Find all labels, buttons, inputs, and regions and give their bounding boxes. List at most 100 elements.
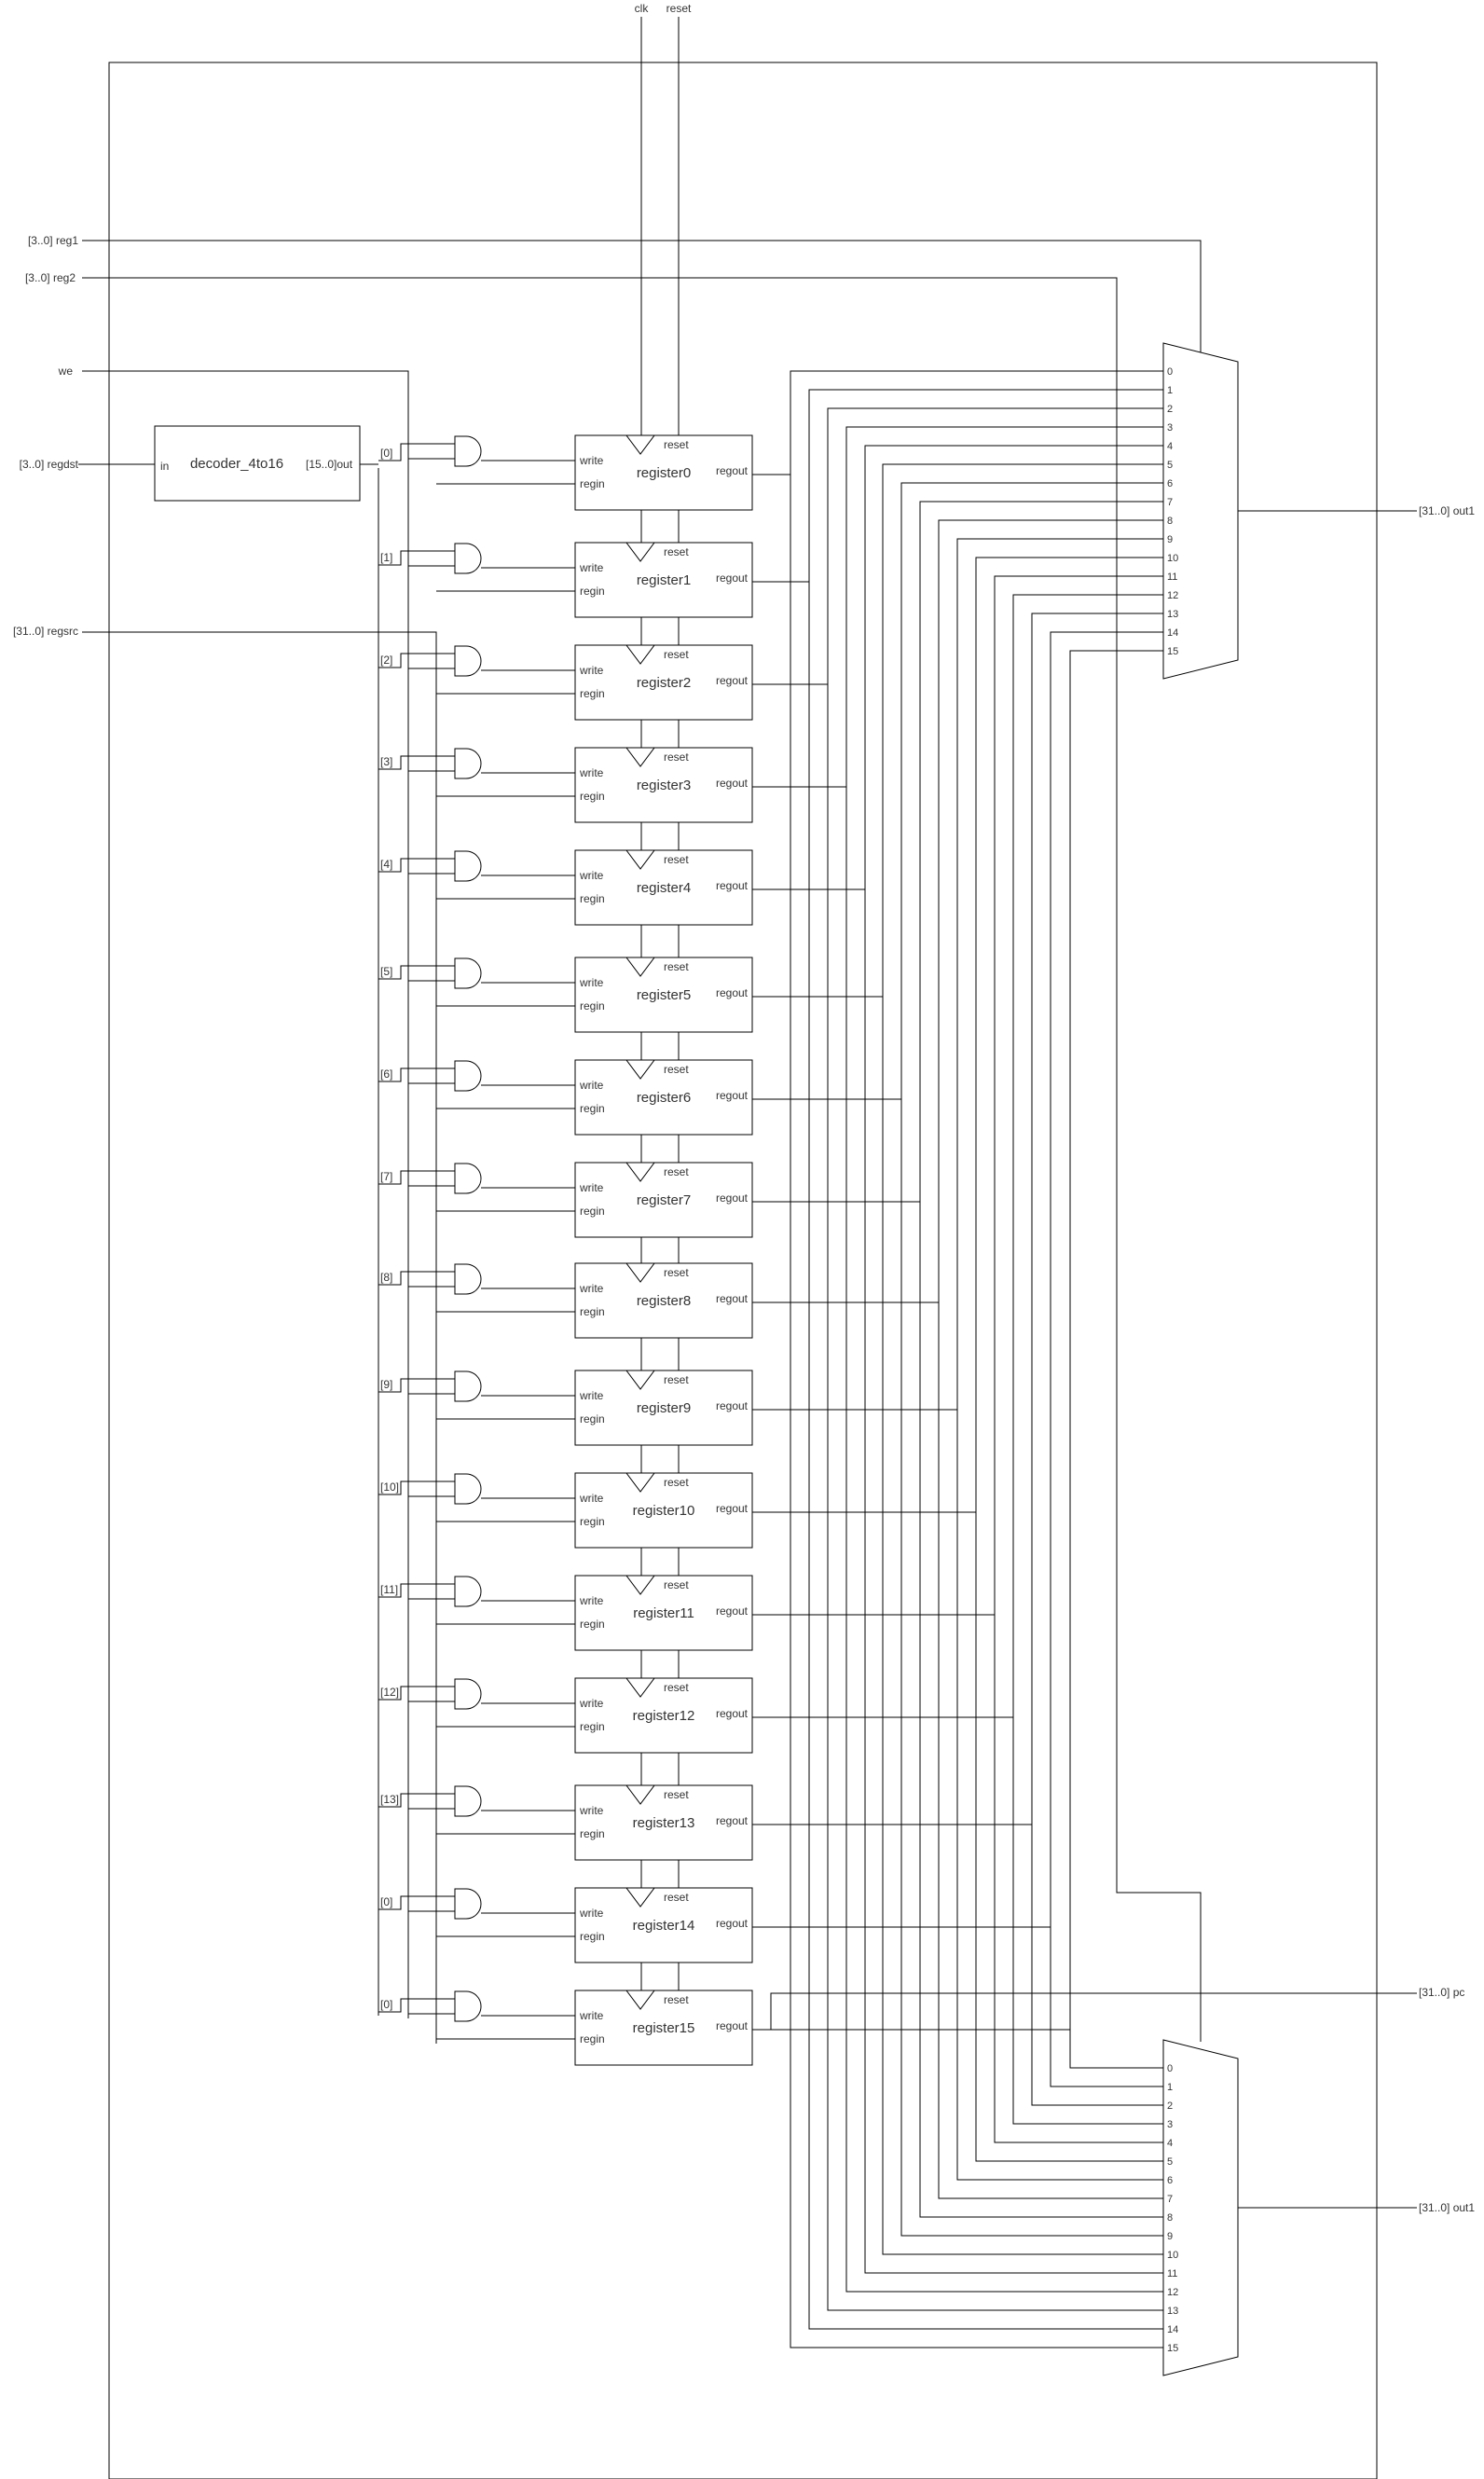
write-pin: write [579, 2009, 604, 2022]
register-block [574, 542, 753, 618]
decoder-tap-label: [3] [380, 755, 392, 768]
bus-wire [827, 407, 1163, 684]
register-block [574, 1575, 753, 1651]
regin-pin: regin [580, 585, 605, 598]
write-pin: write [579, 1389, 604, 1402]
decoder-block [154, 425, 361, 502]
mux-input-label: 5 [1167, 2156, 1173, 2168]
decoder-in-pin: in [160, 460, 169, 473]
regsrc-label: [31..0] regsrc [13, 625, 78, 638]
mux-input-label: 14 [1167, 627, 1178, 639]
reset-pin: reset [664, 1063, 689, 1076]
mux-input-label: 13 [1167, 2306, 1178, 2317]
regin-pin: regin [580, 999, 605, 1012]
mux-input-label: 2 [1167, 404, 1173, 415]
bus-wire [790, 475, 1163, 2348]
and-gate-icon [454, 1990, 482, 2022]
bus-wire [1069, 2030, 1163, 2069]
bus-wire [808, 389, 1163, 582]
register-name: register2 [637, 675, 691, 691]
regout-pin: regout [716, 674, 749, 687]
reset-pin: reset [664, 438, 689, 451]
reset-pin: reset [664, 1165, 689, 1178]
reset-pin: reset [664, 1993, 689, 2006]
decoder-tap-label: [0] [380, 447, 392, 460]
wires [78, 17, 1417, 2348]
clock-icon [625, 1262, 655, 1283]
decoder-tap-label: [0] [380, 1895, 392, 1908]
decoder-tap-label: [7] [380, 1170, 392, 1183]
out1-bottom-label: [31..0] out1 [1419, 2201, 1475, 2214]
bus-wire [790, 370, 1163, 475]
bus-wire [1012, 1717, 1163, 2125]
write-pin: write [579, 1697, 604, 1710]
clock-icon [625, 1990, 655, 2010]
decoder-tap-label: [13] [380, 1793, 399, 1806]
register-block [574, 1784, 753, 1861]
bus-wire [975, 557, 1163, 1512]
clock-icon [625, 434, 655, 455]
decoder-tap-label: [1] [380, 551, 392, 564]
regin-pin: regin [580, 1102, 605, 1115]
write-pin: write [579, 1594, 604, 1607]
and-gate-icon [454, 1473, 482, 1505]
and-gate-icon [454, 1576, 482, 1607]
regdst-label: [3..0] regdst [20, 458, 79, 471]
write-pin: write [579, 1282, 604, 1295]
register-name: register6 [637, 1090, 691, 1106]
decoder-tap-wire [378, 858, 455, 873]
write-pin: write [579, 1492, 604, 1505]
regin-pin: regin [580, 1205, 605, 1218]
register-block [574, 849, 753, 926]
labels: clk reset [3..0] reg1 [3..0] reg2 we [3.… [13, 2, 1475, 2354]
and-gate-icon [454, 1163, 482, 1194]
register-block [574, 957, 753, 1033]
bus-wire [1031, 1825, 1163, 2106]
clock-icon [625, 1887, 655, 1907]
register-block [574, 1262, 753, 1339]
reset-pin: reset [664, 1681, 689, 1694]
decoder-tap-wire [378, 653, 455, 668]
reset-pin: reset [664, 1266, 689, 1279]
regout-pin: regout [716, 986, 749, 999]
regout-pin: regout [716, 777, 749, 790]
decoder-tap-wire [378, 550, 455, 566]
regout-pin: regout [716, 1399, 749, 1412]
we-label: we [58, 365, 74, 378]
bus-wire [882, 463, 1163, 997]
clock-icon [625, 644, 655, 665]
regsrc-wire [82, 631, 437, 2044]
decoder-tap-wire [378, 1067, 455, 1082]
reset-pin: reset [664, 545, 689, 558]
mux-input-label: 1 [1167, 385, 1173, 396]
clk-label: clk [635, 2, 650, 15]
clock-icon [625, 542, 655, 562]
bus-wire [808, 582, 1163, 2330]
mux-input-label: 7 [1167, 497, 1173, 508]
write-pin: write [579, 869, 604, 882]
regin-pin: regin [580, 1305, 605, 1318]
mux-input-label: 1 [1167, 2082, 1173, 2093]
mux-input-label: 9 [1167, 2231, 1173, 2242]
bus-wire [938, 519, 1163, 1302]
mux-input-label: 8 [1167, 516, 1173, 527]
mux-input-label: 2 [1167, 2100, 1173, 2112]
mux-input-label: 3 [1167, 422, 1173, 434]
mux-input-label: 7 [1167, 2194, 1173, 2205]
and-gate-icon [454, 1060, 482, 1092]
we-wire [82, 370, 409, 2018]
bus-wire [938, 1302, 1163, 2199]
regin-pin: regin [580, 1720, 605, 1733]
write-pin: write [579, 766, 604, 779]
clock-icon [625, 1370, 655, 1390]
reg1-wire [82, 240, 1202, 352]
mux-input-label: 0 [1167, 2063, 1173, 2074]
and-gate-icon [454, 1263, 482, 1295]
decoder-tap-wire [378, 755, 455, 770]
reset-pin: reset [664, 853, 689, 866]
decoder-tap-label: [5] [380, 965, 392, 978]
decoder-tap-wire [378, 1170, 455, 1185]
write-pin: write [579, 1181, 604, 1194]
reset-pin: reset [664, 1891, 689, 1904]
register-block [574, 1370, 753, 1446]
